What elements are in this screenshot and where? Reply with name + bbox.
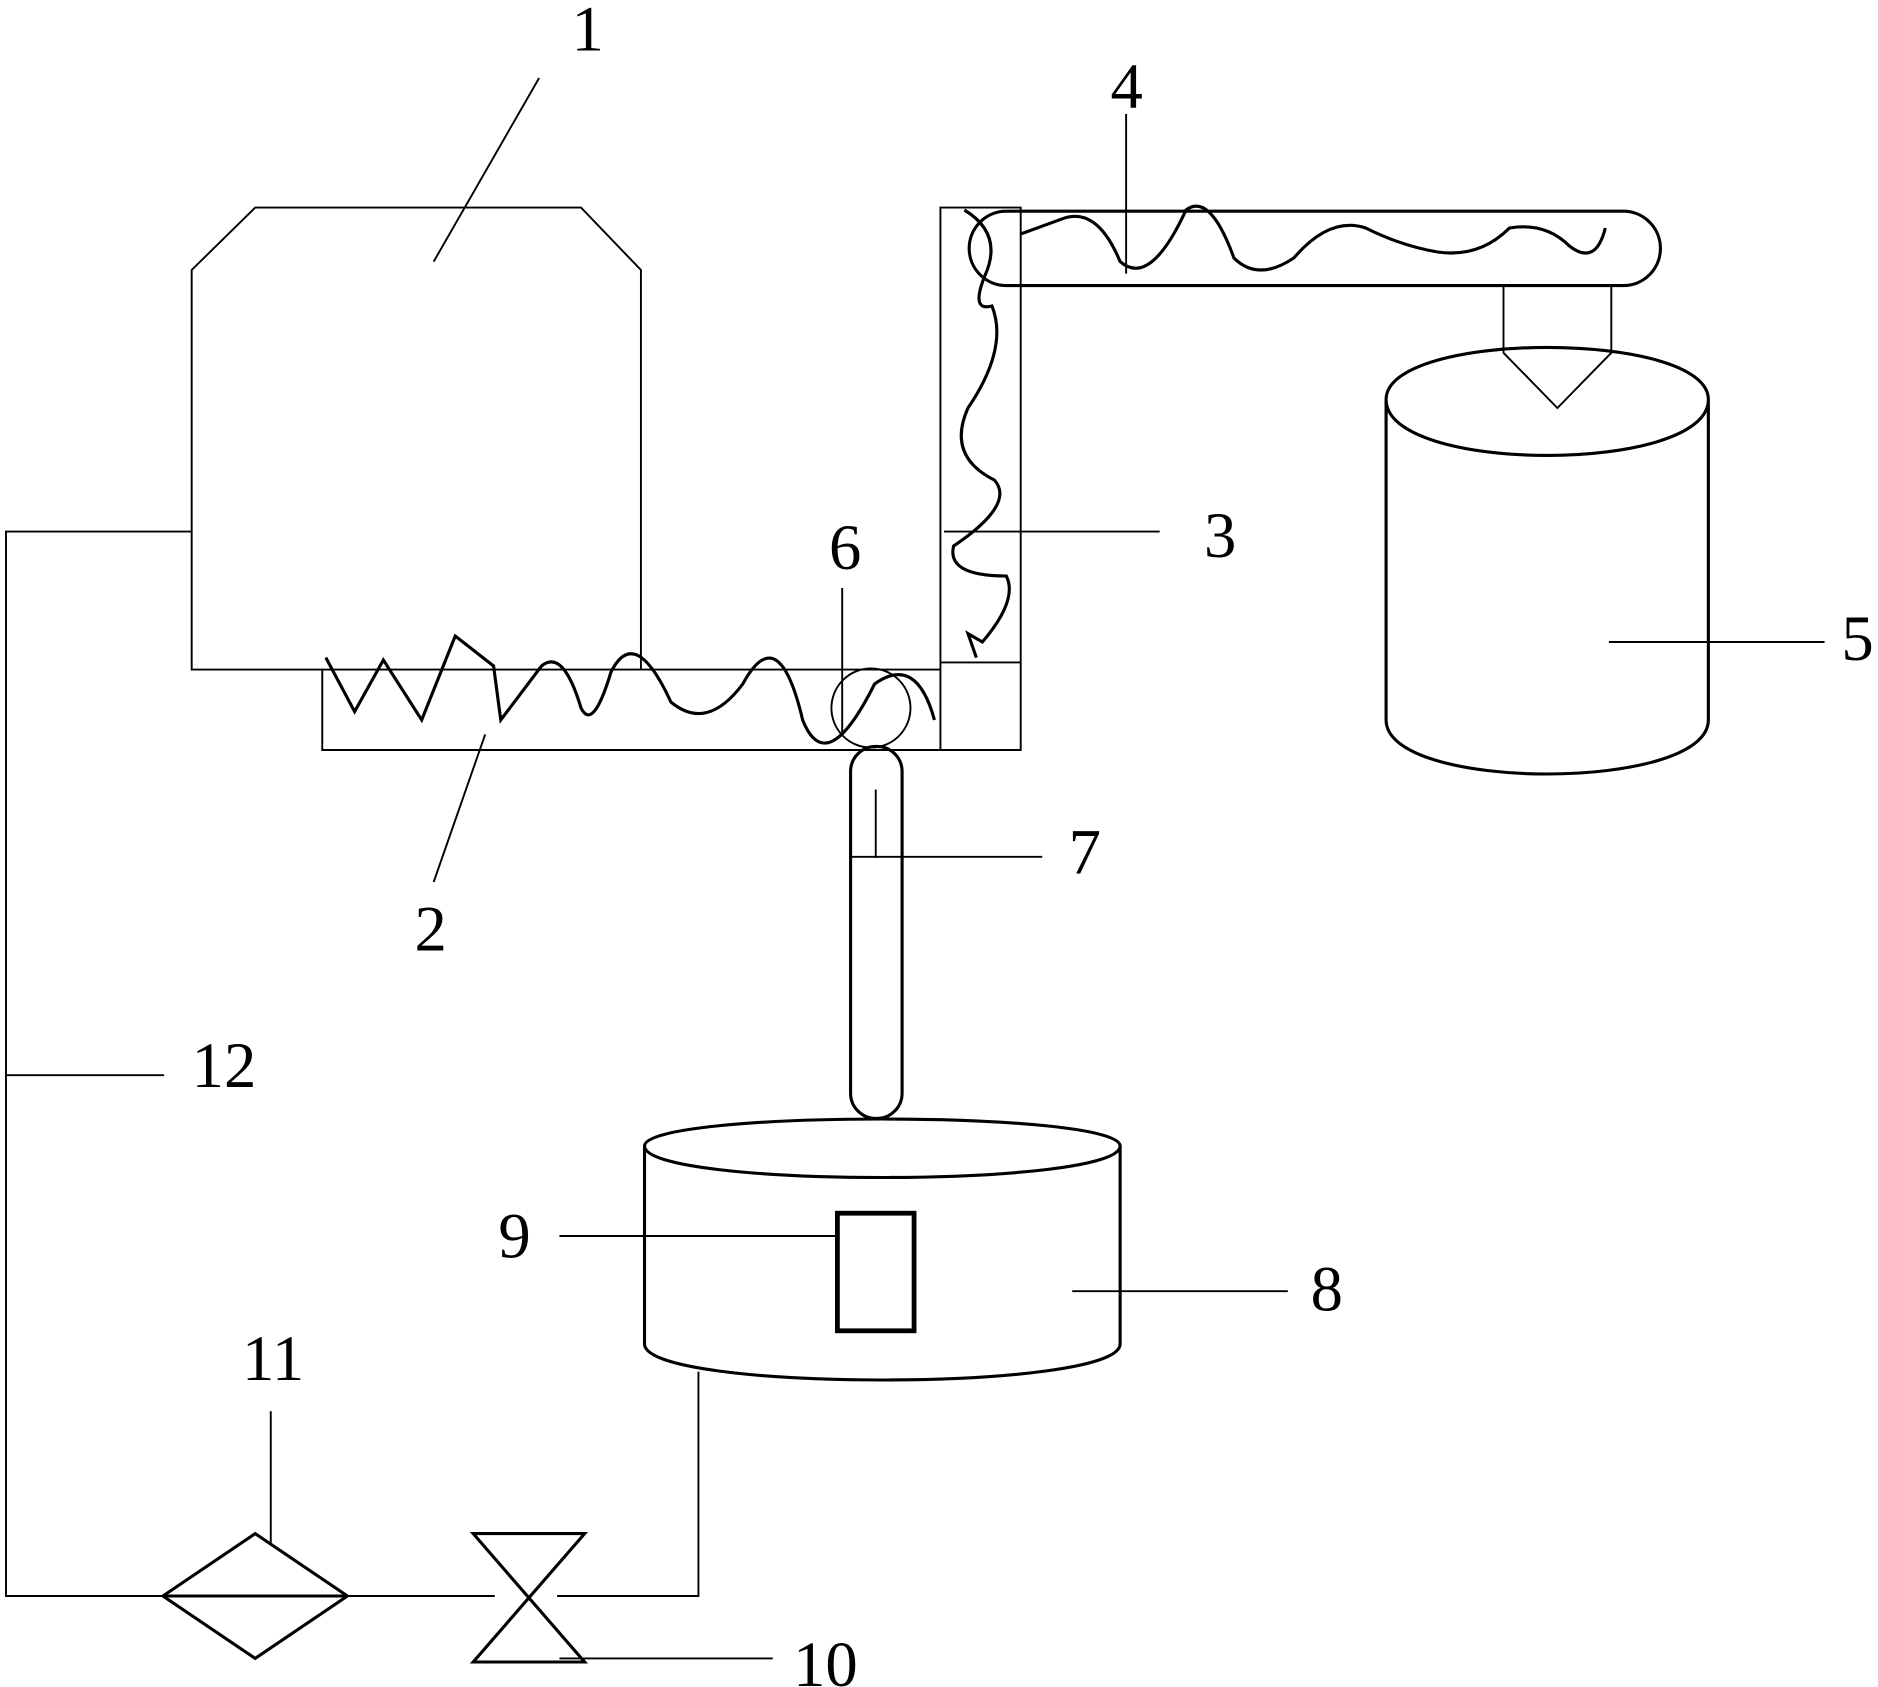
label-9: 9 bbox=[498, 1201, 530, 1273]
label-1: 1 bbox=[571, 0, 603, 65]
label-8: 8 bbox=[1311, 1253, 1343, 1325]
label-6: 6 bbox=[829, 512, 861, 584]
component-11-filter bbox=[160, 1531, 351, 1661]
component-3-screw bbox=[951, 208, 1011, 659]
component-10-valve bbox=[469, 1532, 589, 1664]
component-6-roller bbox=[830, 667, 912, 749]
component-5-drum bbox=[1384, 345, 1710, 776]
label-3: 3 bbox=[1204, 500, 1236, 572]
label-10: 10 bbox=[793, 1629, 858, 1687]
label-5: 5 bbox=[1841, 603, 1873, 675]
component-2-screw bbox=[324, 633, 936, 745]
component-4-screw bbox=[1020, 204, 1607, 272]
label-11: 11 bbox=[242, 1323, 304, 1395]
label-7: 7 bbox=[1069, 817, 1101, 889]
label-2: 2 bbox=[415, 893, 447, 965]
component-2-trough bbox=[321, 206, 1022, 751]
label-4: 4 bbox=[1111, 51, 1143, 123]
component-8-tank bbox=[642, 1117, 1122, 1382]
component-4-discharge-chute bbox=[1502, 285, 1613, 410]
leader-lines bbox=[5, 77, 1825, 1660]
label-12: 12 bbox=[192, 1030, 257, 1102]
component-1-hopper bbox=[190, 206, 642, 671]
component-4-pipe bbox=[967, 209, 1662, 288]
component-9-window bbox=[835, 1210, 917, 1334]
component-12-return-line bbox=[5, 530, 700, 1597]
